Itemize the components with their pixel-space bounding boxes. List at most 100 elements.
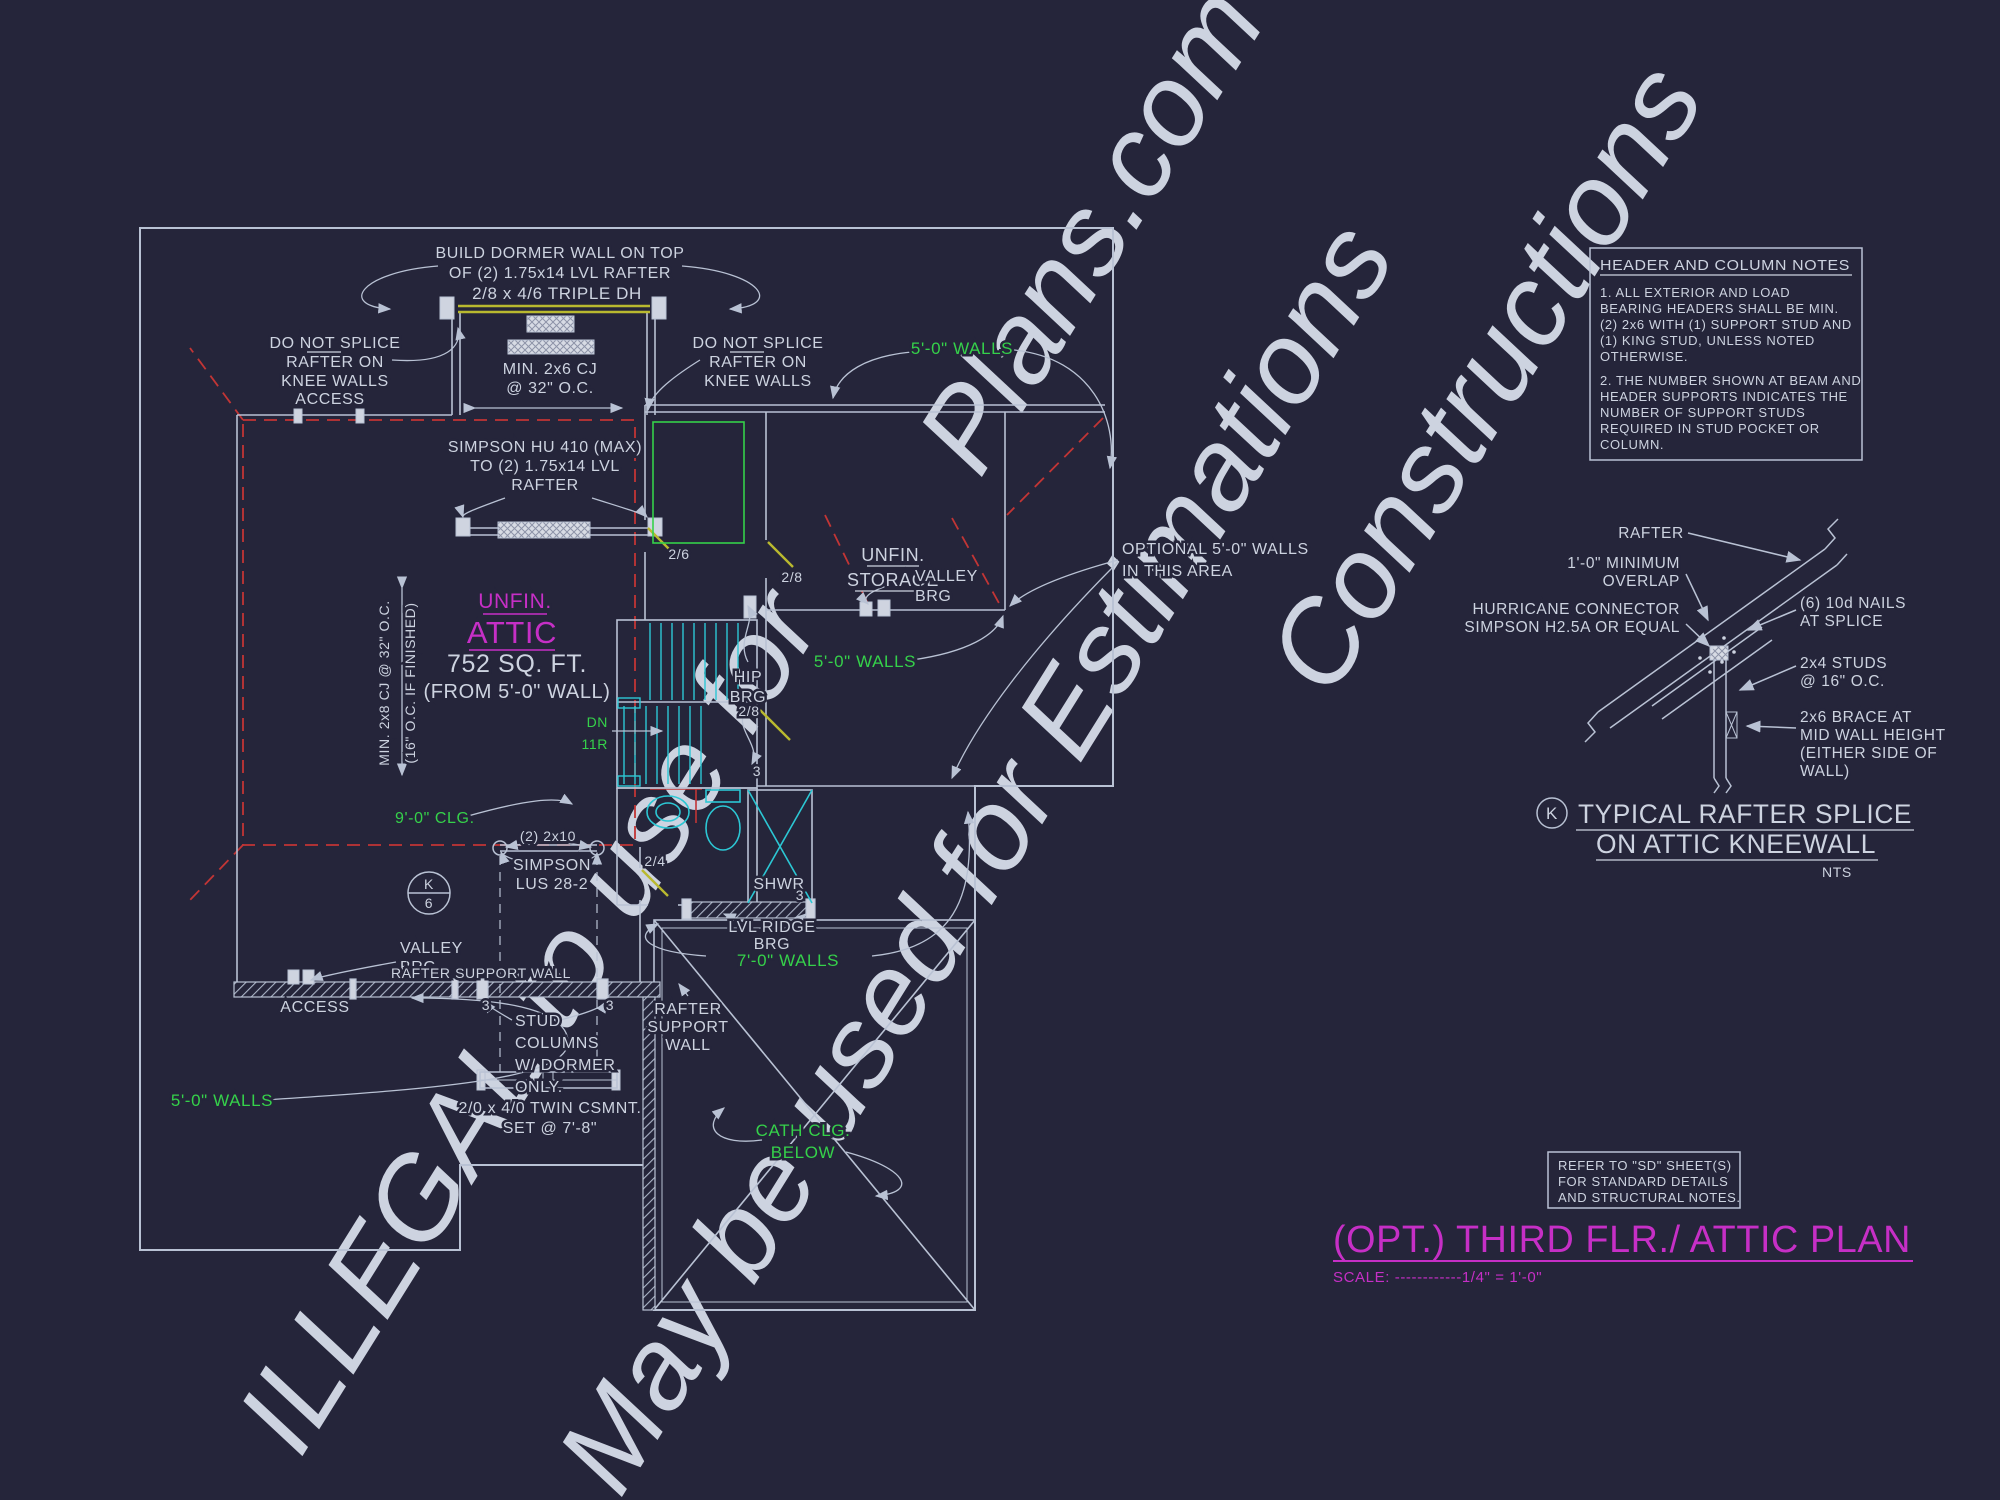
lvl-ridge-label: BRG xyxy=(754,936,790,953)
min-cj-label: MIN. 2x6 CJ xyxy=(503,361,598,378)
optional-walls-note: IN THIS AREA xyxy=(1122,563,1233,580)
twin-csmnt-note: SET @ 7'-8" xyxy=(503,1120,597,1137)
toilet-bowl xyxy=(705,805,741,851)
cath-clg-label: BELOW xyxy=(771,1143,835,1162)
no-splice-left: RAFTER ON xyxy=(286,354,384,371)
toilet-tank xyxy=(705,789,741,803)
header-note-line: (1) KING STUD, UNLESS NOTED xyxy=(1600,333,1815,348)
stud-count-3: 3 xyxy=(796,887,804,903)
unfin-storage-label: STORAGE xyxy=(847,570,939,590)
header-note-line: COLUMN. xyxy=(1600,437,1664,452)
bath-fixtures xyxy=(646,789,813,904)
stair-treads-lower xyxy=(623,706,702,784)
simpson-hu-note: TO (2) 1.75x14 LVL xyxy=(470,458,620,475)
simpson-hu-note: SIMPSON HU 410 (MAX) xyxy=(448,439,642,456)
walls-5-label-mid: 5'-0" WALLS xyxy=(814,652,916,671)
rafter-support-wall-2: WALL xyxy=(665,1037,710,1054)
nail-dots xyxy=(1698,636,1736,674)
area-label: 752 SQ. FT. xyxy=(447,650,587,678)
rafter-label: RAFTER xyxy=(1618,525,1684,542)
title-block: (OPT.) THIRD FLR./ ATTIC PLAN SCALE: ---… xyxy=(1333,1219,1911,1286)
valley-brg-top: VALLEY xyxy=(915,568,978,585)
stud-count-3: 3 xyxy=(753,763,761,779)
simpson-lus-label: SIMPSON xyxy=(513,857,591,874)
stud-count-3: 3 xyxy=(482,997,490,1013)
header-note-line: 2. THE NUMBER SHOWN AT BEAM AND xyxy=(1600,373,1861,388)
green-chase xyxy=(652,421,745,544)
shower-label: SHWR xyxy=(753,876,804,893)
no-splice-right: DO NOT SPLICE xyxy=(692,335,823,352)
sd-note-line: FOR STANDARD DETAILS xyxy=(1558,1174,1728,1189)
splice-detail-labels: RAFTER 1'-0" MINIMUM OVERLAP HURRICANE C… xyxy=(1462,523,1948,881)
cj-rotated-note: (16" O.C. IF FINISHED) xyxy=(402,602,418,763)
lvl-ridge-label: LVL RIDGE xyxy=(728,919,815,936)
nails-label: (6) 10d NAILS xyxy=(1800,595,1906,612)
door-size-2-8: 2/8 xyxy=(781,569,802,585)
header-note-line: (2) 2x6 WITH (1) SUPPORT STUD AND xyxy=(1600,317,1852,332)
no-splice-left: DO NOT SPLICE xyxy=(269,335,400,352)
underlines xyxy=(307,274,1914,861)
header-notes-box xyxy=(1589,247,1863,461)
hurricane-label: HURRICANE CONNECTOR xyxy=(1473,601,1680,618)
dormer-note: BUILD DORMER WALL ON TOP xyxy=(435,245,684,262)
riser-label: 11R xyxy=(582,736,608,752)
stud-columns-note: STUD xyxy=(515,1013,561,1030)
dimension-lines xyxy=(396,402,624,777)
rafter-support-wall-label: RAFTER SUPPORT WALL xyxy=(391,965,571,981)
sheet-title: (OPT.) THIRD FLR./ ATTIC PLAN xyxy=(1333,1219,1911,1261)
staircase xyxy=(617,623,739,787)
detail-bubble-letter: K xyxy=(1546,804,1558,823)
magenta-underlines xyxy=(469,613,1913,1262)
brace-label: WALL) xyxy=(1800,763,1850,780)
door-size-2-6: 2/6 xyxy=(668,546,689,562)
rafter-support-wall-2: SUPPORT xyxy=(647,1019,728,1036)
unfin-storage-label: UNFIN. xyxy=(861,545,925,565)
simpson-lus-label: LUS 28-2 xyxy=(516,876,588,893)
sd-note-text: REFER TO "SD" SHEET(S) FOR STANDARD DETA… xyxy=(1558,1158,1740,1205)
detail-scale-nts: NTS xyxy=(1822,864,1852,880)
header-notes-title: HEADER AND COLUMN NOTES xyxy=(1600,257,1850,274)
simpson-hu-note: RAFTER xyxy=(511,477,579,494)
overlap-label: 1'-0" MINIMUM xyxy=(1567,555,1680,572)
stud-count-3: 3 xyxy=(606,997,614,1013)
cj-rotated-note: MIN. 2x8 CJ @ 32" O.C. xyxy=(376,600,392,765)
valley-brg-bottom: BRG xyxy=(400,959,436,976)
walls-5-label-bottom: 5'-0" WALLS xyxy=(171,1091,273,1110)
twin-csmnt-note: 2/0 x 4/0 TWIN CSMNT. xyxy=(458,1100,641,1117)
no-splice-left: KNEE WALLS xyxy=(281,373,389,390)
door-size-2-8: 2/8 xyxy=(738,703,759,719)
hip-brg-label: BRG xyxy=(730,689,766,706)
dormer-note: OF (2) 1.75x14 LVL RAFTER xyxy=(449,265,671,282)
optional-walls-note: OPTIONAL 5'-0" WALLS xyxy=(1122,541,1309,558)
header-note-line: HEADER SUPPORTS INDICATES THE xyxy=(1600,389,1848,404)
header-note-line: REQUIRED IN STUD POCKET OR xyxy=(1600,421,1820,436)
clg-9-label: 9'-0" CLG. xyxy=(395,810,475,827)
detail-marker-k6 xyxy=(407,871,451,915)
nails-label: AT SPLICE xyxy=(1800,613,1883,630)
brace-label: 2x6 BRACE AT xyxy=(1800,709,1912,726)
detail-bubble-k xyxy=(1536,797,1568,829)
sheet-scale: SCALE: ------------1/4" = 1'-0" xyxy=(1333,1269,1542,1286)
stair-treads-upper xyxy=(649,623,739,700)
k-marker-number: 6 xyxy=(425,895,433,911)
no-splice-right: KNEE WALLS xyxy=(704,373,812,390)
access-label-bottom: ACCESS xyxy=(280,999,349,1016)
triple-dh-label: 2/8 x 4/6 TRIPLE DH xyxy=(472,284,642,303)
header-note-line: NUMBER OF SUPPORT STUDS xyxy=(1600,405,1805,420)
bath-red-lines xyxy=(650,788,702,823)
door-size-2-4: 2/4 xyxy=(644,853,665,869)
area-note: (FROM 5'-0" WALL) xyxy=(423,681,610,703)
header-note-line: BEARING HEADERS SHALL BE MIN. xyxy=(1600,301,1839,316)
overlap-label: OVERLAP xyxy=(1603,573,1680,590)
beam-2x10-label: (2) 2x10 xyxy=(520,828,576,844)
detail-title: ON ATTIC KNEEWALL xyxy=(1596,829,1876,859)
hatched-walls xyxy=(233,898,816,1311)
cath-clg-label: CATH CLG. xyxy=(756,1121,851,1140)
header-note-line: 1. ALL EXTERIOR AND LOAD xyxy=(1600,285,1790,300)
sd-note-box xyxy=(1547,1151,1741,1209)
access-label-top: ACCESS xyxy=(295,391,364,408)
stud-columns-note: COLUMNS xyxy=(515,1035,599,1052)
attic-label: ATTIC xyxy=(467,615,557,650)
walls-7-label: 7'-0" WALLS xyxy=(737,951,839,970)
